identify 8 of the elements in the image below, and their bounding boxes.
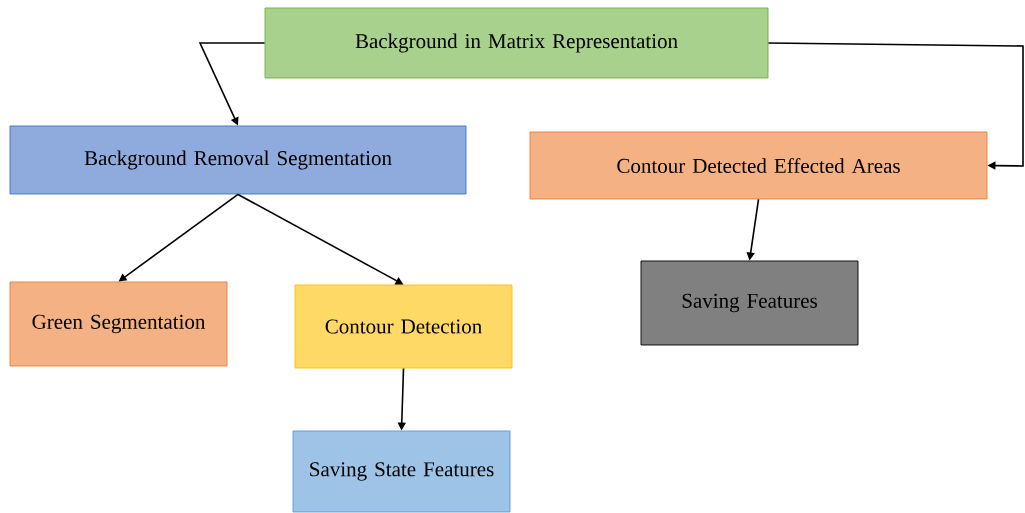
process-box: Contour Detected Effected Areas xyxy=(529,131,988,200)
process-box: Background in Matrix Representation xyxy=(264,7,769,79)
process-box: Saving Features xyxy=(640,260,859,346)
process-box: Contour Detection xyxy=(294,284,513,369)
process-box: Saving State Features xyxy=(292,430,511,513)
arrow xyxy=(767,42,1024,170)
process-box: Background Removal Segmentation xyxy=(9,125,467,195)
process-box: Green Segmentation xyxy=(9,281,228,367)
